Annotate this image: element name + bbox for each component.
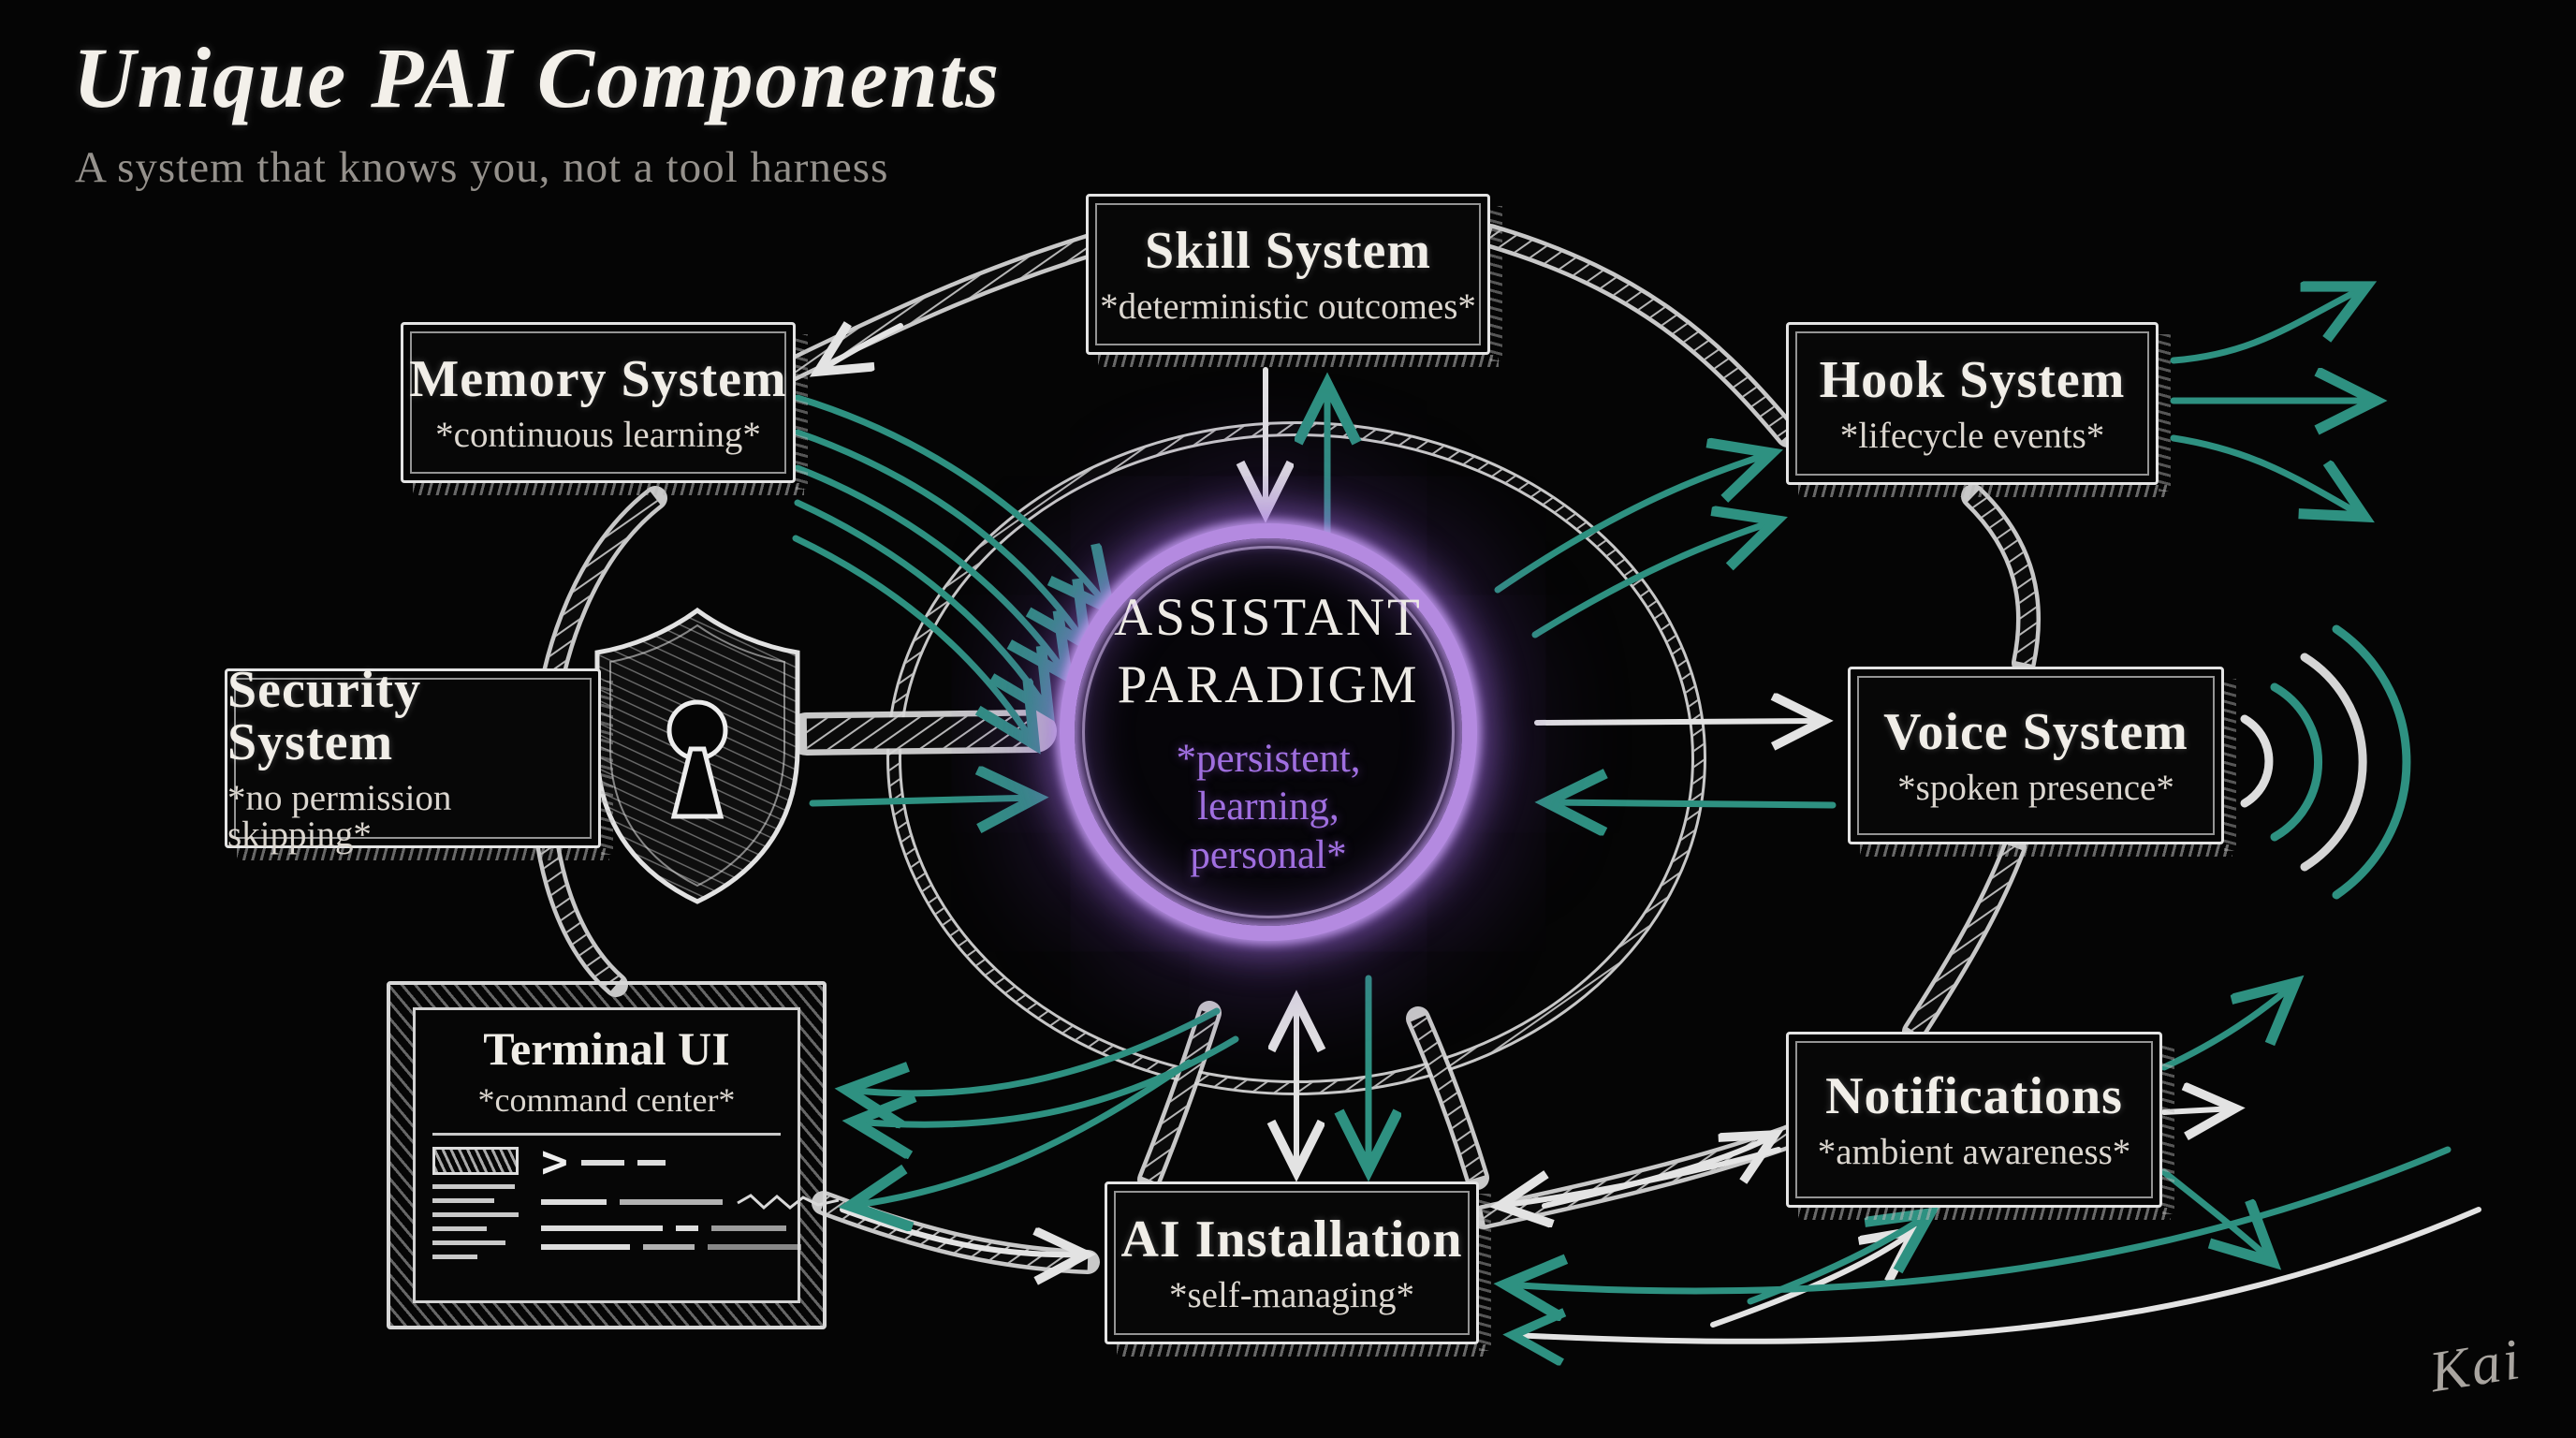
core-subtitle: *persistent, learning, personal* (1176, 736, 1361, 878)
terminal-prompt: > (541, 1136, 568, 1188)
node-title: Security System (227, 661, 422, 771)
node-voice-system: Voice System *spoken presence* (1848, 667, 2236, 857)
node-terminal-ui terminal-window-icon: Terminal UI *command center* > (387, 981, 840, 1329)
arrow-install-to-notifications (1542, 1135, 1775, 1209)
arrow-memory-to-core-3 (794, 464, 1067, 676)
arrow-hook-out-down (2170, 434, 2364, 517)
arrow-up-into-notifications-teal (1747, 1213, 1930, 1305)
band-skill-to-hook (1478, 224, 1800, 448)
node-subtitle: *lifecycle events* (1839, 415, 2105, 456)
terminal-screen: Terminal UI *command center* > (413, 1007, 840, 1303)
node-title: AI Installation (1120, 1210, 1463, 1269)
arrow-security-to-core (809, 798, 1037, 803)
node-title: Terminal UI (483, 1022, 730, 1075)
page-subtitle: A system that knows you, not a tool harn… (75, 143, 889, 192)
node-subtitle: *continuous learning* (435, 414, 761, 455)
node-ai-installation: AI Installation *self-managing* (1105, 1181, 1491, 1357)
arrow-hook-out-up (2170, 286, 2366, 364)
terminal-screen-content: > (432, 1133, 840, 1289)
node-notifications: Notifications *ambient awareness* (1786, 1032, 2174, 1220)
shield-keyhole-icon (594, 607, 800, 904)
arrow-notifications-out-right (2161, 1108, 2235, 1112)
arrow-sweep-bottom-white (1513, 1207, 2481, 1342)
arrow-notifications-to-install (1500, 1147, 1781, 1206)
band-hook-to-voice (1961, 484, 2042, 675)
band-security-to-core (785, 710, 1057, 756)
arrow-core-to-hook-2 (1531, 521, 1777, 638)
band-descender-left-to-install (1137, 1001, 1222, 1192)
node-skill-system: Skill System *deterministic outcomes* (1086, 194, 1502, 367)
arrow-into-memory (818, 326, 903, 372)
node-memory-system: Memory System *continuous learning* (401, 322, 808, 495)
arrow-notifications-out-up (2160, 983, 2295, 1071)
arrow-memory-to-core-1 (794, 394, 1109, 609)
squiggle-line (737, 1193, 840, 1210)
page-title: Unique PAI Components (73, 30, 1002, 125)
arrow-memory-to-core-2 (794, 429, 1086, 644)
arrow-core-to-voice (1534, 721, 1823, 723)
node-security-system: Security System *no permission skipping* (225, 664, 613, 860)
arrow-voice-to-core (1546, 802, 1837, 805)
arrow-sweep-bottom-teal (1505, 1146, 2452, 1291)
arrow-core-to-hook-1 (1494, 453, 1772, 594)
node-title: Skill System (1144, 221, 1432, 280)
node-title: Notifications (1825, 1066, 2123, 1125)
terminal-sidebar-tab (432, 1147, 519, 1175)
node-subtitle: *self-managing* (1168, 1274, 1415, 1315)
band-voice-to-notifications (1902, 835, 2027, 1044)
node-hook-system: Hook System *lifecycle events* (1786, 322, 2171, 497)
node-title: Memory System (409, 349, 787, 408)
sound-waves-icon (2240, 624, 2411, 900)
arrow-core-to-terminal-3 (850, 1059, 1193, 1206)
node-subtitle: *spoken presence* (1897, 767, 2174, 808)
node-title: Voice System (1883, 702, 2188, 761)
node-subtitle: *deterministic outcomes* (1100, 286, 1476, 327)
band-descender-right-to-install (1406, 1006, 1489, 1190)
assistant-paradigm-core: ASSISTANT PARADIGM *persistent, learning… (1060, 523, 1477, 941)
node-title: Hook System (1819, 350, 2126, 409)
terminal-output: > (541, 1136, 848, 1289)
node-subtitle: *ambient awareness* (1817, 1131, 2131, 1172)
node-subtitle: *command center* (477, 1081, 736, 1119)
band-memory-to-skill (779, 233, 1103, 382)
teal-arrows (792, 286, 2452, 1305)
terminal-sidebar (432, 1147, 519, 1289)
core-title: ASSISTANT PARADIGM (1114, 588, 1423, 714)
arrow-memory-to-core-5 (792, 535, 1034, 744)
node-subtitle: *no permission skipping* (227, 778, 452, 855)
arrow-notifications-out-down (2160, 1168, 2273, 1262)
